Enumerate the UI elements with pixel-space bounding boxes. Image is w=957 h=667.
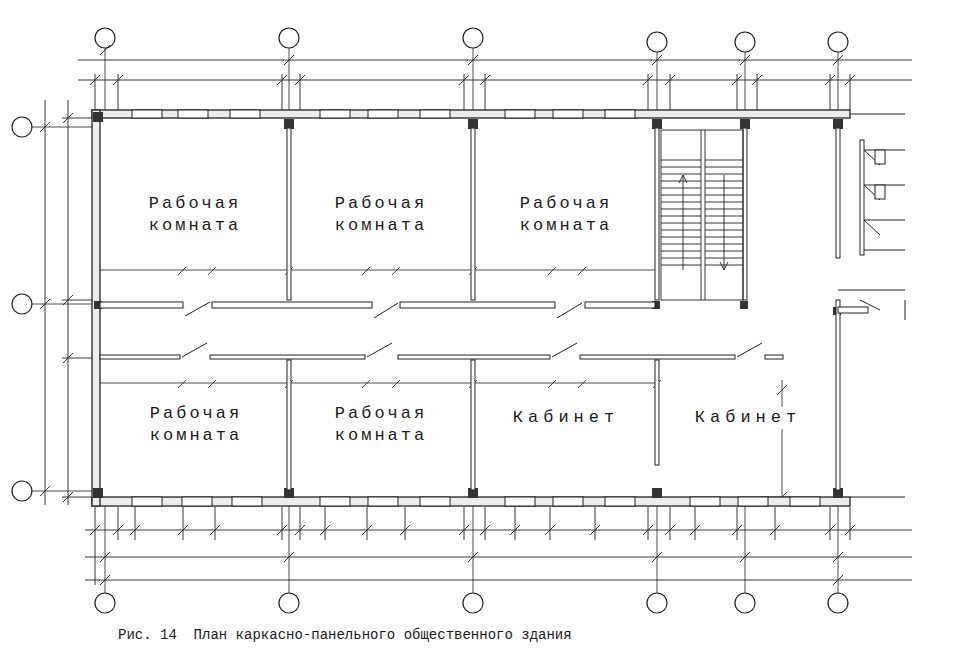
room-label: Рабочая комната [110,403,282,447]
room-name: Рабочая комната [110,193,280,237]
room-name: Кабинет [480,407,652,429]
room-label: Рабочая комната [295,403,467,447]
room-label: Рабочая комната [295,193,467,237]
room-label: Рабочая комната [480,193,652,237]
figure-caption: Рис. 14 План каркасно-панельного обществ… [118,627,572,643]
room-label: Рабочая комната [110,193,280,237]
room-name: Рабочая комната [110,403,282,447]
room-name: Рабочая комната [480,193,652,237]
room-name: Рабочая комната [295,193,467,237]
room-label: Кабинет [480,407,652,429]
room-name: Рабочая комната [295,403,467,447]
room-label: Кабинет [662,407,834,429]
room-name: Кабинет [662,407,834,429]
